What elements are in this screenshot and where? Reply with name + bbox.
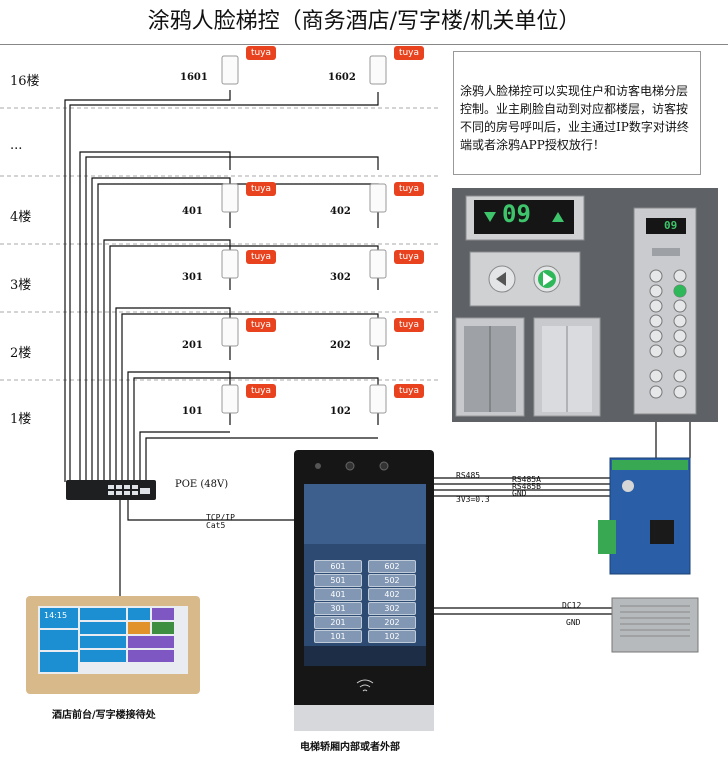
cat5-label: Cat5: [206, 521, 226, 530]
floor-button[interactable]: 502: [368, 574, 416, 587]
tcpip-label: TCP/IP: [206, 513, 235, 522]
floor-button[interactable]: 302: [368, 602, 416, 615]
room-1601: 1601: [180, 72, 208, 83]
floor-button[interactable]: 602: [368, 560, 416, 573]
floor-button[interactable]: 301: [314, 602, 362, 615]
floor-button[interactable]: 501: [314, 574, 362, 587]
rs485a-label: RS485A: [512, 475, 541, 484]
room-201: 201: [182, 340, 203, 351]
floor-label-16: 16楼: [10, 74, 40, 89]
tuya-logo-icon: tuya: [246, 46, 276, 60]
tuya-logo-icon: tuya: [246, 250, 276, 264]
room-301: 301: [182, 272, 203, 283]
room-401: 401: [182, 206, 203, 217]
tablet-time: 14:15: [44, 611, 68, 620]
floor-button[interactable]: 601: [314, 560, 362, 573]
floor-label-1: 1楼: [10, 412, 32, 427]
poe-label: POE (48V): [175, 479, 229, 490]
caption-front-desk: 酒店前台/写字楼接待处: [52, 710, 156, 721]
tuya-logo-icon: tuya: [394, 318, 424, 332]
tuya-logo-icon: tuya: [246, 318, 276, 332]
gnd-label: GND: [512, 489, 527, 498]
tuya-logo-icon: tuya: [394, 384, 424, 398]
tuya-logo-icon: tuya: [394, 182, 424, 196]
room-302: 302: [330, 272, 351, 283]
rs485b-label: RS485B: [512, 482, 541, 491]
tuya-logo-icon: tuya: [394, 46, 424, 60]
room-1602: 1602: [328, 72, 356, 83]
caption-elevator: 电梯轿厢内部或者外部: [300, 742, 400, 753]
rs485-label: RS485: [456, 471, 481, 480]
description-box: 涂鸦人脸梯控可以实现住户和访客电梯分层控制。业主刷脸自动到对应都楼层，访客按不同…: [453, 51, 701, 175]
floor-button[interactable]: 201: [314, 616, 362, 629]
room-102: 102: [330, 406, 351, 417]
floor-button[interactable]: 402: [368, 588, 416, 601]
tuya-logo-icon: tuya: [394, 250, 424, 264]
floor-label-3: 3楼: [10, 278, 32, 293]
floor-label-2: 2楼: [10, 346, 32, 361]
floor-button[interactable]: 401: [314, 588, 362, 601]
elevator-floor-display: 09: [502, 200, 531, 228]
page-title: 涂鸦人脸梯控（商务酒店/写字楼/机关单位）: [0, 0, 728, 45]
room-402: 402: [330, 206, 351, 217]
tuya-logo-icon: tuya: [246, 182, 276, 196]
floor-label-ellipsis: ...: [10, 138, 23, 153]
dc12-label: DC12: [562, 601, 582, 610]
tuya-logo-icon: tuya: [246, 384, 276, 398]
floor-button[interactable]: 101: [314, 630, 362, 643]
car-panel-display: 09: [664, 219, 678, 232]
floor-label-4: 4楼: [10, 210, 32, 225]
gnd-power-label: GND: [566, 618, 581, 627]
room-202: 202: [330, 340, 351, 351]
floor-button[interactable]: 202: [368, 616, 416, 629]
floor-button[interactable]: 102: [368, 630, 416, 643]
room-101: 101: [182, 406, 203, 417]
voltage-label: 3V3=0.3: [456, 495, 490, 504]
